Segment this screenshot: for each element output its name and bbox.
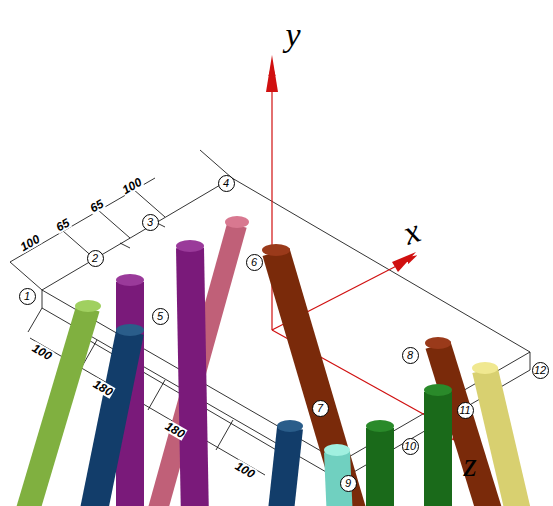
dimension-text: 65 xyxy=(53,216,72,234)
callout-number: 11 xyxy=(457,402,474,419)
callout-number: 10 xyxy=(402,438,419,455)
axis-label: x xyxy=(399,213,425,250)
callout-number: 4 xyxy=(218,175,235,192)
callout-number: 6 xyxy=(246,254,263,271)
dimension-text: 100 xyxy=(17,232,42,253)
callout-number: 7 xyxy=(312,400,329,417)
callout-number: 12 xyxy=(532,362,549,379)
piles xyxy=(25,225,520,506)
callout-number: 2 xyxy=(87,250,104,267)
callout-number: 5 xyxy=(152,308,169,325)
callout-number: 9 xyxy=(340,475,357,492)
axis-label: y xyxy=(285,18,300,52)
dimension-text: 65 xyxy=(87,197,106,215)
axis-label: z xyxy=(463,448,476,482)
callout-number: 8 xyxy=(402,347,419,364)
pile-tops xyxy=(75,216,498,456)
dimension-text: 100 xyxy=(29,341,54,362)
callout-number: 3 xyxy=(142,214,159,231)
dimension-text: 100 xyxy=(232,459,257,480)
dimension-text: 100 xyxy=(119,175,144,196)
callout-number: 1 xyxy=(19,288,36,305)
